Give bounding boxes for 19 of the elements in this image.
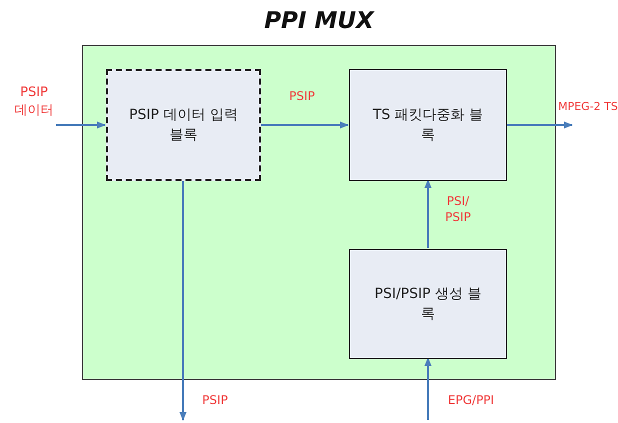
edge-label: MPEG-2 TS [558,100,618,115]
box-text: PSI/PSIP 생성 블록 [374,284,482,324]
edge-label: PSIP [288,88,316,104]
process-box [106,69,261,181]
box-heading: PPI MUX [263,8,376,34]
arrow [424,357,432,420]
box-text: TS 패킷다중화 블록 [372,106,484,145]
process-box [349,69,507,181]
edge-label: EPG/PPI [446,392,496,408]
process-box [349,249,507,359]
arrow [506,121,573,129]
box-text: PSIP 데이터 입력 블록 [128,106,239,145]
input-label: PSIP 데이터 [12,84,56,126]
arrow [179,180,187,421]
edge-label: PSI/ PSIP [444,193,472,226]
arrow [424,179,432,248]
arrow [260,121,349,129]
arrow [56,121,106,129]
edge-label: PSIP [201,392,229,408]
